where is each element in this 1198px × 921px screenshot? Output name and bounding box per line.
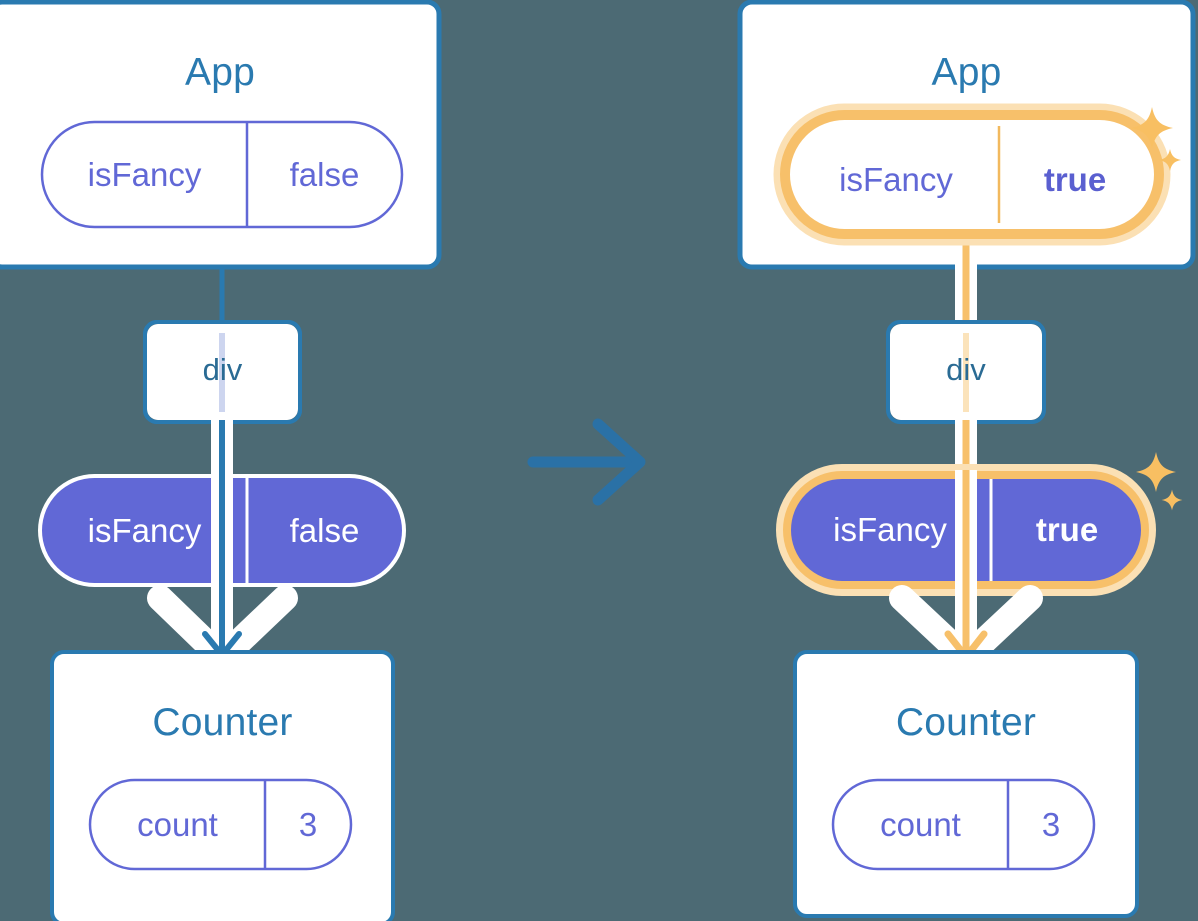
sparkle-large-bottom bbox=[1136, 452, 1176, 492]
counter-pill-left bbox=[88, 778, 353, 871]
transition-arrow-icon bbox=[527, 418, 646, 506]
sparkle-small-bottom bbox=[1161, 489, 1183, 511]
counter-pill-right bbox=[831, 778, 1096, 871]
app-pill-halo-right bbox=[773, 103, 1171, 246]
app-pill-ring-right bbox=[780, 110, 1164, 239]
app-pill-left bbox=[40, 120, 404, 229]
